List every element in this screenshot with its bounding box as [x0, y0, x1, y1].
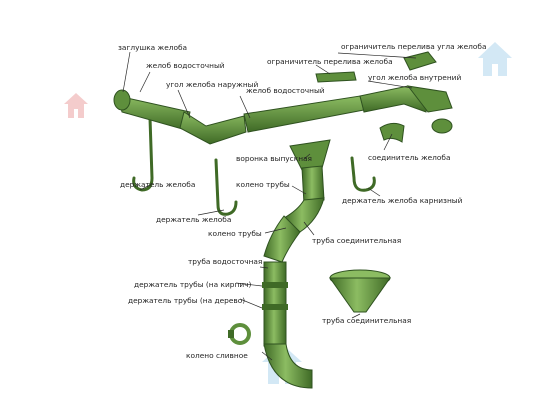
downpipe-assembly	[262, 139, 331, 389]
gutter-holder-left	[132, 116, 154, 192]
label-funnel: воронка выпускная	[236, 154, 312, 163]
label-pipe-holder-wood: держатель трубы (на дерево)	[128, 296, 246, 305]
label-corner-overflow-limiter: ограничитель перелива угла желоба	[341, 42, 487, 51]
label-pipe-elbow-1: колено трубы	[236, 180, 290, 189]
house-icon	[64, 93, 88, 118]
label-gutter-left: желоб водосточный	[146, 61, 225, 70]
label-connecting-pipe-2: труба соединительная	[322, 316, 412, 325]
gutter-run	[113, 51, 453, 145]
label-pipe-elbow-2: колено трубы	[208, 229, 262, 238]
label-pipe-holder-brick: держатель трубы (на кирпич)	[134, 280, 252, 289]
pipe-holder-clamp	[228, 323, 251, 345]
label-outer-corner: угол желоба наружный	[166, 80, 259, 89]
label-gutter-holder-1: держатель желоба	[120, 180, 196, 189]
connecting-pipe-cone	[329, 269, 391, 313]
label-gutter-center: желоб водосточный	[246, 86, 325, 95]
label-overflow-limiter: ограничитель перелива желоба	[267, 57, 393, 66]
leader-lines	[122, 51, 417, 361]
label-fascia-holder: держатель желоба карнизный	[342, 196, 463, 205]
label-downpipe: труба водосточная	[188, 257, 263, 266]
fascia-holder	[350, 156, 376, 192]
label-connecting-pipe-1: труба соединительная	[312, 236, 402, 245]
gutter-holder-mid	[214, 158, 238, 216]
label-inner-corner: угол желоба внутрений	[368, 73, 462, 82]
label-drain-elbow: колено сливное	[186, 351, 248, 360]
house-icon	[478, 42, 512, 76]
label-end-cap: заглушка желоба	[118, 43, 188, 52]
label-gutter-holder-2: держатель желоба	[156, 215, 232, 224]
label-gutter-connector: соединитель желоба	[368, 153, 451, 162]
